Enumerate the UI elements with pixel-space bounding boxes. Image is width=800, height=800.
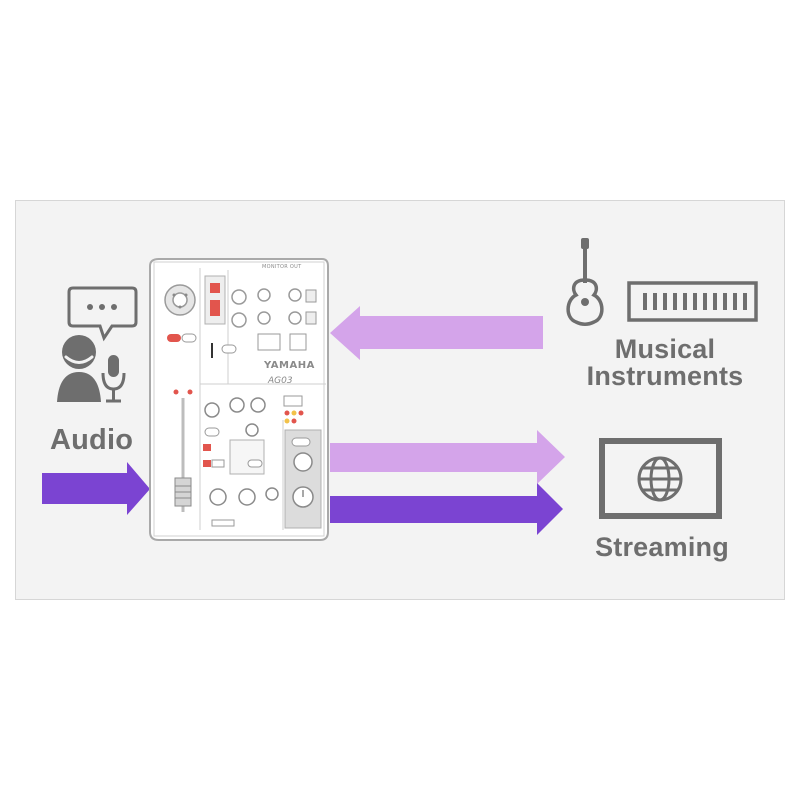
piano-keyboard-icon <box>627 281 758 322</box>
streaming-output-arrow-light <box>330 430 565 484</box>
monitor-out-label: MONITOR OUT <box>262 264 302 270</box>
mixer-model-label: AG03 <box>268 376 293 386</box>
globe-icon <box>637 456 683 502</box>
speech-bubble-icon <box>67 286 138 342</box>
combo-input-jack <box>164 284 196 316</box>
acoustic-guitar-icon <box>566 238 604 326</box>
audio-icon <box>57 286 138 403</box>
streaming-monitor-icon <box>599 438 722 519</box>
microphone-icon <box>101 355 126 403</box>
streaming-label: Streaming <box>595 532 729 562</box>
musical-instruments-label: Musical Instruments <box>566 336 764 390</box>
channel-fader <box>174 398 192 512</box>
person-icon <box>57 335 101 402</box>
diagram-panel <box>15 200 785 600</box>
musical-instruments-label-line2: Instruments <box>586 361 744 391</box>
streaming-output-arrow-dark <box>330 483 563 535</box>
instruments-input-arrow <box>330 306 543 360</box>
audio-input-arrow <box>42 462 150 515</box>
mixer-brand-label: YAMAHA <box>264 360 315 371</box>
mixer-device <box>149 258 329 541</box>
musical-instruments-label-line1: Musical <box>614 334 716 364</box>
audio-label: Audio <box>50 424 134 456</box>
